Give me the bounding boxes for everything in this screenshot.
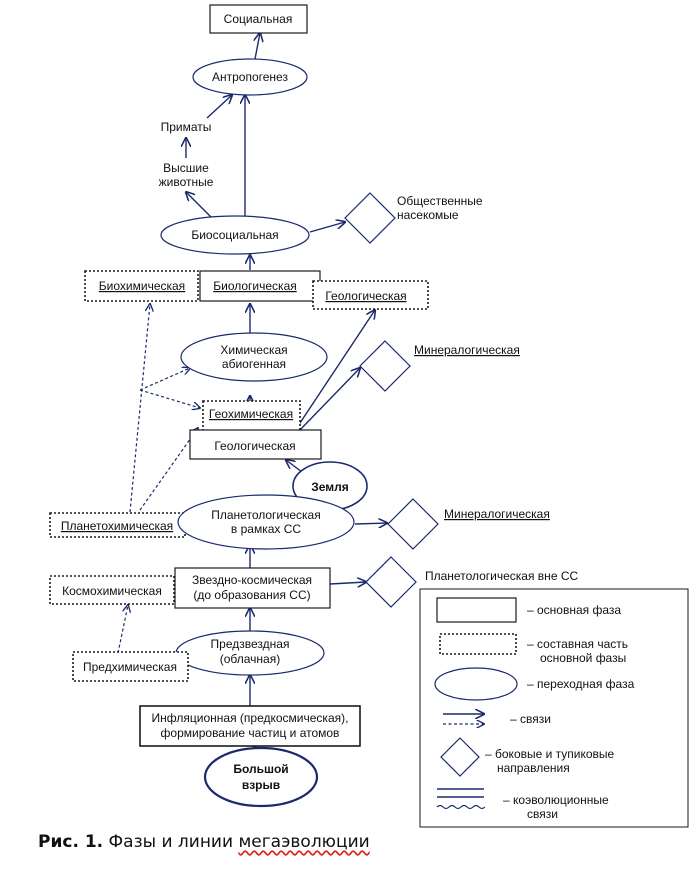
solid-links bbox=[186, 33, 387, 748]
link-biosocial-higher bbox=[186, 192, 213, 219]
caption-text: Фазы и линии bbox=[108, 832, 239, 852]
link-primates-anthropogenesis bbox=[206, 95, 232, 119]
node-mineralogical-upper: Минералогическая bbox=[414, 343, 520, 357]
link-biosocial-insects bbox=[309, 222, 345, 233]
node-geological: Геологическая bbox=[214, 439, 295, 453]
node-chemical-abiogenic-line2: абиогенная bbox=[222, 357, 286, 371]
legend-links: – связи bbox=[510, 712, 551, 726]
node-biosocial-ellipse bbox=[160, 215, 310, 255]
node-primates: Приматы bbox=[161, 120, 212, 134]
caption-term: мегаэволюции bbox=[238, 832, 370, 852]
node-anthropogenesis: Антропогенез bbox=[212, 70, 288, 84]
legend-side-line1: – боковые и тупиковые bbox=[485, 747, 615, 761]
node-social-insects-line2: насекомые bbox=[397, 208, 459, 222]
node-inflation-line1: Инфляционная (предкосмическая), bbox=[152, 711, 349, 725]
node-social-box bbox=[209, 4, 308, 34]
node-anthropogenesis-ellipse bbox=[192, 58, 308, 96]
node-geological-box bbox=[189, 429, 322, 460]
legend-component-line1: – составная часть bbox=[527, 637, 628, 651]
link-planetochemical-biochemical bbox=[129, 304, 150, 513]
node-mineralogical-lower: Минералогическая bbox=[444, 507, 550, 521]
legend-coevo-line1-text: – коэволюционные bbox=[503, 793, 609, 807]
link-anthropogenesis-social bbox=[255, 33, 260, 60]
node-higher-animals-line1: Высшие bbox=[163, 161, 209, 175]
node-earth: Земля bbox=[311, 480, 349, 494]
link-planetological-mineralogical bbox=[354, 523, 387, 524]
node-biochemical-box bbox=[84, 270, 199, 302]
figure-caption: Рис. 1. Фазы и линии мегаэволюции bbox=[38, 832, 370, 852]
legend-coevo-line2-text: связи bbox=[527, 807, 558, 821]
node-geochemical: Геохимическая bbox=[209, 407, 293, 421]
node-biological: Биологическая bbox=[213, 279, 297, 293]
node-planetological-ss-ellipse bbox=[177, 494, 355, 550]
node-social-insects-diamond bbox=[344, 192, 396, 244]
link-geochemical-geological-part bbox=[297, 310, 375, 427]
node-mineralogical-lower-diamond bbox=[387, 498, 439, 550]
node-biological-box bbox=[199, 270, 321, 302]
node-stellar-cosmic-line2: (до образования СС) bbox=[193, 588, 310, 602]
legend-side-swatch bbox=[440, 737, 480, 777]
node-mineralogical-upper-diamond bbox=[359, 340, 411, 392]
node-stellar-cosmic-box bbox=[174, 567, 331, 609]
legend-frame bbox=[419, 588, 689, 828]
legend-main-phase: – основная фаза bbox=[527, 603, 621, 617]
node-geological-part: Геологическая bbox=[325, 289, 406, 303]
node-prestellar-line2: (облачная) bbox=[220, 652, 280, 666]
node-social: Социальная bbox=[224, 12, 293, 26]
node-higher-animals-line2: животные bbox=[159, 175, 214, 189]
node-planetological-ss-line2: в рамках СС bbox=[231, 522, 301, 536]
legend-component-swatch bbox=[439, 633, 517, 655]
legend-transitional: – переходная фаза bbox=[527, 677, 635, 691]
node-chemical-abiogenic-ellipse bbox=[180, 332, 328, 382]
node-inflation-box bbox=[139, 705, 361, 747]
link-planetochemical-geochemical bbox=[139, 428, 198, 511]
node-cosmochemical: Космохимическая bbox=[62, 584, 162, 598]
legend-component-line2: основной фазы bbox=[540, 651, 626, 665]
legend-coevo-wavy bbox=[436, 804, 486, 810]
node-prechemical-box bbox=[72, 651, 189, 682]
node-social-insects-line1: Общественные bbox=[397, 194, 483, 208]
node-planetological-outside: Планетологическая вне СС bbox=[425, 569, 578, 583]
legend-side-line2: направления bbox=[497, 761, 570, 775]
node-geochemical-box bbox=[202, 400, 301, 436]
link-fork-geochemical bbox=[139, 389, 200, 408]
dashed-links bbox=[117, 304, 200, 654]
node-planetological-outside-diamond bbox=[365, 556, 417, 608]
node-prechemical: Предхимическая bbox=[83, 660, 177, 674]
node-inflation-line2: формирование частиц и атомов bbox=[161, 726, 340, 740]
node-biochemical: Биохимическая bbox=[99, 279, 185, 293]
node-stellar-cosmic-line1: Звездно-космическая bbox=[192, 573, 312, 587]
legend-main-phase-swatch bbox=[436, 597, 517, 623]
node-chemical-abiogenic-line1: Химическая bbox=[220, 343, 287, 357]
node-cosmochemical-box bbox=[49, 575, 175, 605]
node-big-bang-line2: взрыв bbox=[242, 778, 280, 792]
link-fork-chemical bbox=[139, 368, 190, 391]
link-geological-mineralogical bbox=[297, 368, 360, 433]
link-prechemical-cosmochemical bbox=[117, 605, 128, 654]
node-biosocial: Биосоциальная bbox=[191, 228, 278, 242]
legend-transitional-swatch bbox=[434, 667, 518, 701]
link-earth-geological bbox=[286, 460, 303, 473]
node-big-bang-line1: Большой bbox=[233, 762, 288, 776]
caption-prefix: Рис. 1. bbox=[38, 832, 104, 852]
node-planetochemical: Планетохимическая bbox=[61, 519, 173, 533]
node-geological-part-box bbox=[312, 280, 429, 310]
node-planetological-ss-line1: Планетологическая bbox=[211, 508, 320, 522]
node-planetochemical-box bbox=[49, 512, 186, 538]
legend: – основная фаза – составная часть основн… bbox=[419, 588, 689, 828]
node-big-bang-ellipse bbox=[203, 746, 319, 808]
node-prestellar-line1: Предзвездная bbox=[211, 637, 290, 651]
link-stellar-planetological-outside bbox=[329, 582, 366, 584]
